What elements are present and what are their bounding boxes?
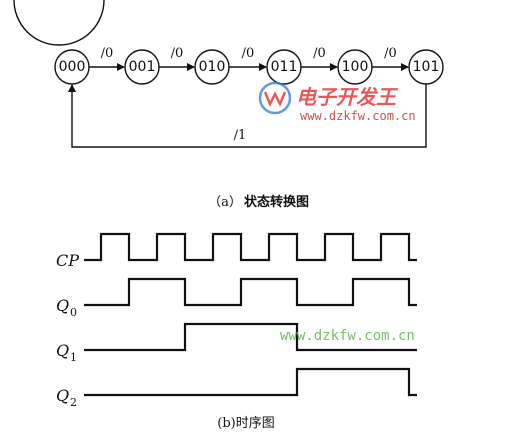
timing-diagram-caption: (b)时序图 bbox=[217, 416, 274, 431]
signal-subscript: 2 bbox=[70, 396, 77, 409]
cropped-circle-arc bbox=[13, 0, 105, 46]
state-label-001: 001 bbox=[129, 59, 156, 75]
watermark-logo: 电子开发王 www.dzkfw.com.cn bbox=[258, 81, 416, 123]
state-transition-diagram: 000 001 010 011 100 101/0/0/0/0/0/1 bbox=[54, 46, 444, 148]
signal-label-q0: Q bbox=[56, 296, 69, 315]
waveform-q2 bbox=[84, 367, 417, 397]
state-diagram-caption-prefix: （a） bbox=[208, 195, 242, 210]
signal-subscript: 0 bbox=[70, 306, 77, 319]
transition-label: /0 bbox=[384, 46, 397, 61]
state-label-100: 100 bbox=[342, 59, 369, 75]
signal-label-q1: Q bbox=[56, 341, 69, 360]
waveform-cp bbox=[84, 232, 417, 262]
state-diagram-caption: 状态转换图 bbox=[244, 194, 309, 210]
transition-label: /0 bbox=[242, 46, 255, 61]
watermark-logo-mark bbox=[263, 91, 287, 108]
watermark-url-top: www.dzkfw.com.cn bbox=[300, 109, 416, 123]
transition-label: /0 bbox=[171, 46, 184, 61]
watermark-logo-icon bbox=[258, 81, 292, 115]
transition-label: /0 bbox=[313, 46, 326, 61]
state-label-011: 011 bbox=[271, 59, 298, 75]
transition-label: /0 bbox=[101, 46, 114, 61]
watermark-brand-text: 电子开发王 bbox=[296, 85, 399, 109]
waveform-q0 bbox=[84, 277, 417, 307]
signal-label-q2: Q bbox=[56, 386, 69, 405]
state-label-000: 000 bbox=[59, 59, 86, 75]
feedback-arrow bbox=[68, 84, 427, 148]
feedback-label: /1 bbox=[234, 128, 247, 143]
state-label-010: 010 bbox=[199, 59, 226, 75]
watermark-url-mid: www.dzkfw.com.cn bbox=[280, 328, 415, 344]
signal-label-cp: CP bbox=[56, 251, 79, 270]
state-label-101: 101 bbox=[413, 59, 440, 75]
waveform-q1 bbox=[84, 322, 417, 352]
signal-subscript: 1 bbox=[70, 351, 77, 364]
